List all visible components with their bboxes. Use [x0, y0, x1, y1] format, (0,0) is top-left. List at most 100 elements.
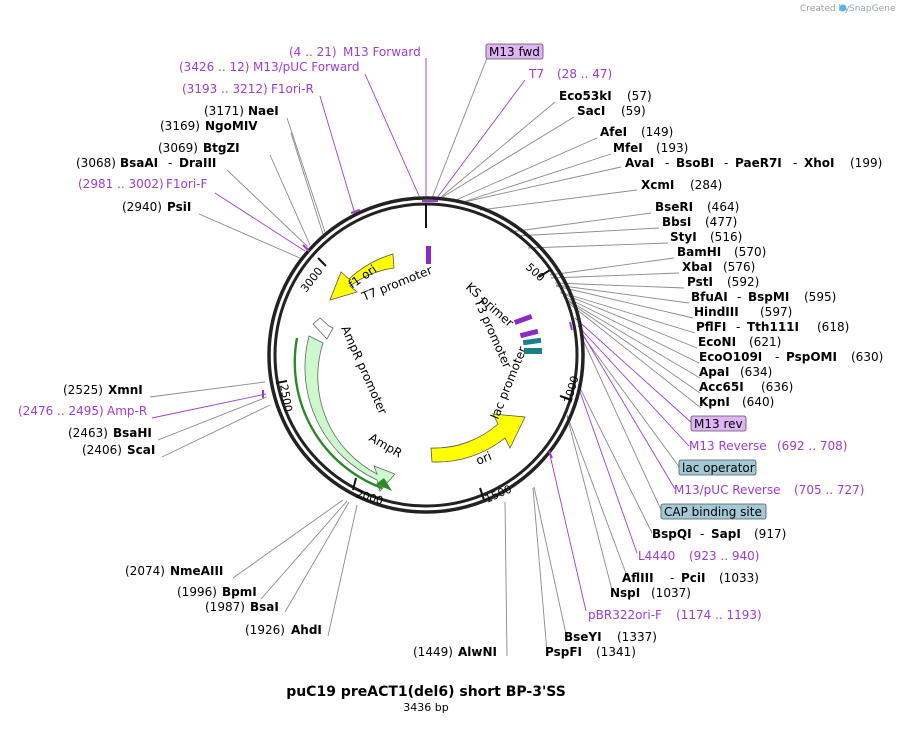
m13-rev-feature[interactable] [513, 314, 533, 325]
avai-sep: - [665, 156, 669, 170]
m13-fwd-box[interactable] [485, 43, 544, 60]
ampr-arrowhead-icon [376, 478, 392, 491]
kpni-pos: (640) [742, 395, 774, 409]
alwni-name[interactable]: AlwNI [458, 645, 497, 659]
bfuai-sep: - [737, 290, 741, 304]
bfuai-pos: (595) [804, 290, 836, 304]
bsaai-sep: - [168, 156, 172, 170]
hindiii-pos: (597) [760, 305, 792, 319]
bsaai-name[interactable]: BsaAI [120, 156, 158, 170]
hindiii-name[interactable]: HindIII [694, 305, 739, 319]
pcii-name[interactable]: PciI [681, 571, 706, 585]
ecoo109i-name[interactable]: EcoO109I [699, 350, 762, 364]
nmeaiii-name[interactable]: NmeAIII [170, 564, 223, 578]
m13-rev-label: M13 rev [694, 417, 743, 431]
bsaai-pos: (3068) [76, 156, 116, 170]
bsai-pos: (1987) [205, 600, 245, 614]
f1-ori-feature[interactable] [329, 253, 395, 301]
lac-operator-box[interactable] [678, 459, 757, 476]
avai-pos: (199) [850, 156, 882, 170]
kpni-name[interactable]: KpnI [699, 395, 730, 409]
lac-promoter-mark[interactable] [524, 348, 542, 354]
pspomi-name[interactable]: PspOMI [786, 350, 837, 364]
f1ori-r-name[interactable]: F1ori-R [271, 82, 314, 96]
bseri-name[interactable]: BseRI [655, 200, 693, 214]
ahdi-name[interactable]: AhdI [291, 623, 322, 637]
bspmi-name[interactable]: BspMI [748, 290, 789, 304]
psii-name[interactable]: PsiI [167, 200, 191, 214]
m13-rev-box[interactable] [690, 415, 747, 432]
ngomiv-name[interactable]: NgoMIV [205, 119, 258, 133]
xmni-name[interactable]: XmnI [108, 383, 143, 397]
bsahi-name[interactable]: BsaHI [113, 426, 152, 440]
pbr322ori-f-pos: (1174 .. 1193) [676, 608, 762, 622]
eco53ki-name[interactable]: Eco53kI [559, 89, 612, 103]
amp-r-name[interactable]: Amp-R [107, 404, 147, 418]
paer7i-name[interactable]: PaeR7I [735, 156, 782, 170]
bsai-name[interactable]: BsaI [250, 600, 279, 614]
m13puc-forward-name[interactable]: M13/pUC Forward [253, 60, 360, 74]
f1ori-f-name[interactable]: F1ori-F [166, 177, 207, 191]
bbsi-pos: (477) [705, 215, 737, 229]
nspi-name[interactable]: NspI [610, 586, 640, 600]
pflfi-name[interactable]: PflFI [696, 320, 726, 334]
styi-name[interactable]: StyI [670, 230, 697, 244]
avai-sep2: - [724, 156, 728, 170]
pspfi-name[interactable]: PspFI [545, 645, 582, 659]
tick-marks [275, 204, 573, 501]
xcmi-name[interactable]: XcmI [641, 178, 674, 192]
acc65i-pos: (636) [761, 380, 793, 394]
ampr-promoter-feature[interactable] [312, 317, 334, 340]
econi-name[interactable]: EcoNI [698, 335, 736, 349]
ori-feature[interactable] [430, 413, 526, 463]
bfuai-name[interactable]: BfuAI [691, 290, 728, 304]
t7-primer-feature[interactable] [426, 246, 431, 264]
lac-operator-feature[interactable] [519, 328, 539, 339]
psii-pos: (2940) [122, 200, 162, 214]
psti-name[interactable]: PstI [687, 275, 713, 289]
m13-forward-pos: (4 .. 21) [289, 45, 337, 59]
xbai-name[interactable]: XbaI [682, 260, 712, 274]
t7-name[interactable]: T7 [528, 67, 544, 81]
bbsi-name[interactable]: BbsI [662, 215, 691, 229]
ampr-feature[interactable] [304, 335, 396, 492]
xcmi-pos: (284) [690, 178, 722, 192]
l4440-name[interactable]: L4440 [638, 549, 675, 563]
afliii-name[interactable]: AflIII [622, 571, 654, 585]
bpmi-pos: (1996) [177, 585, 217, 599]
acc65i-name[interactable]: Acc65I [699, 380, 744, 394]
cap-box[interactable] [660, 503, 767, 520]
m13puc-reverse-name[interactable]: M13/pUC Reverse [674, 483, 781, 497]
saci-name[interactable]: SacI [577, 104, 605, 118]
bseyi-name[interactable]: BseYI [564, 630, 602, 644]
scai-name[interactable]: ScaI [127, 443, 155, 457]
scai-pos: (2406) [82, 443, 122, 457]
m13-forward-name[interactable]: M13 Forward [343, 45, 421, 59]
apai-name[interactable]: ApaI [699, 365, 729, 379]
xhoi-name[interactable]: XhoI [804, 156, 835, 170]
draiii-name[interactable]: DraIII [179, 156, 216, 170]
pflfi-pos: (618) [817, 320, 849, 334]
bamhi-name[interactable]: BamHI [677, 245, 721, 259]
avai-name[interactable]: AvaI [625, 156, 654, 170]
ecoo109i-sep: - [775, 350, 779, 364]
bpmi-name[interactable]: BpmI [222, 585, 257, 599]
mfei-name[interactable]: MfeI [613, 141, 643, 155]
tth111i-name[interactable]: Tth111I [747, 320, 799, 334]
econi-pos: (621) [749, 335, 781, 349]
cap-feature[interactable] [522, 337, 542, 346]
sapi-name[interactable]: SapI [711, 527, 741, 541]
naei-name[interactable]: NaeI [248, 104, 279, 118]
styi-pos: (516) [710, 230, 742, 244]
pbr322ori-f-name[interactable]: pBR322ori-F [588, 608, 662, 622]
f1ori-r-pos: (3193 .. 3212) [182, 82, 268, 96]
bspqi-name[interactable]: BspQI [652, 527, 692, 541]
psti-pos: (592) [727, 275, 759, 289]
bsobi-name[interactable]: BsoBI [676, 156, 714, 170]
lac-operator-label: lac operator [682, 461, 755, 475]
afei-name[interactable]: AfeI [600, 125, 627, 139]
btgzi-name[interactable]: BtgZI [203, 141, 240, 155]
m13-reverse-name[interactable]: M13 Reverse [689, 439, 767, 453]
m13-reverse-pos: (692 .. 708) [777, 439, 847, 453]
naei-pos: (3171) [204, 104, 244, 118]
